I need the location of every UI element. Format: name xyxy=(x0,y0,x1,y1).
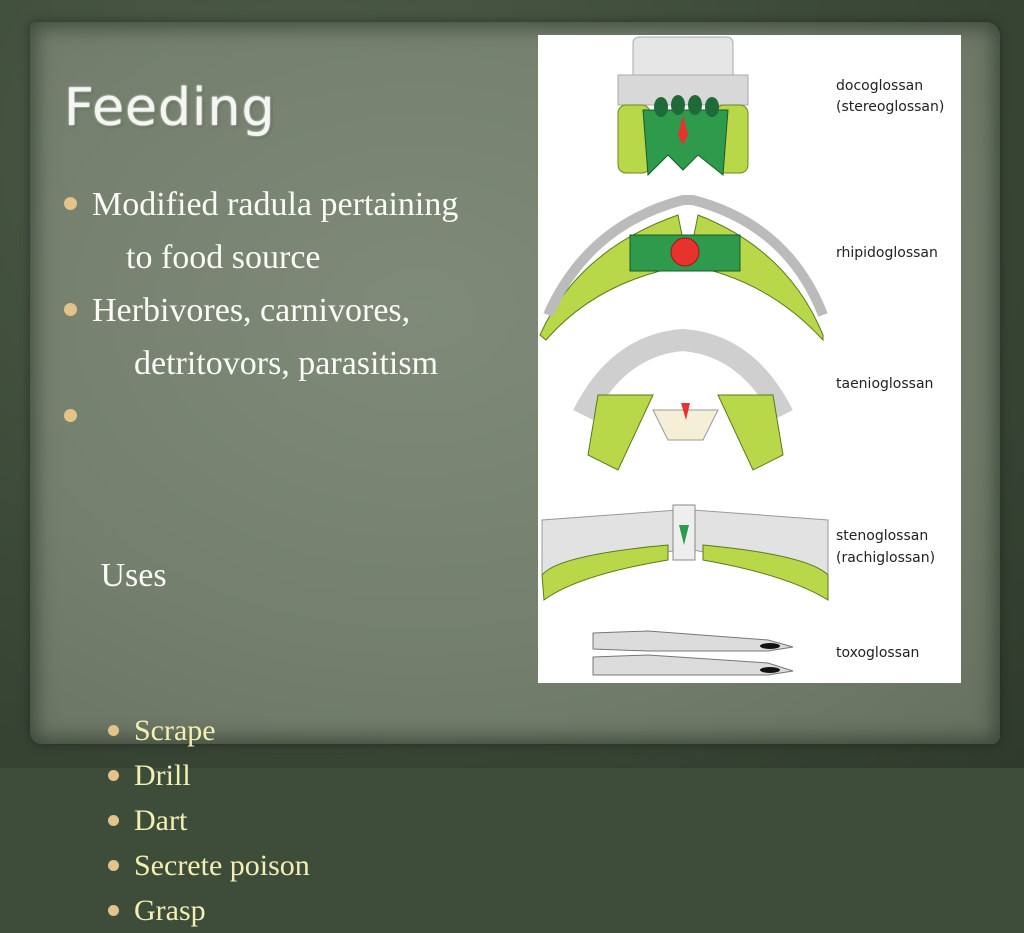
sub-bullet-text: Grasp xyxy=(134,894,206,927)
sub-bullet-text: Scrape xyxy=(134,714,216,747)
sub-bullet-item: Dart xyxy=(62,798,532,843)
sub-bullet-item: Drill xyxy=(62,753,532,798)
sub-bullet-text: Dart xyxy=(134,804,188,837)
bullet-text-continued: detritovors, parasitism xyxy=(134,345,439,382)
bullet-dot-icon xyxy=(108,725,119,736)
sub-bullet-text: Secrete poison xyxy=(134,849,310,882)
bullet-dot-icon xyxy=(108,860,119,871)
label-toxoglossan: toxoglossan xyxy=(836,645,919,661)
sub-bullet-item: Grasp xyxy=(62,888,532,933)
bullet-dot-icon xyxy=(108,905,119,916)
sub-bullet-item: Scrape xyxy=(62,708,532,753)
bullet-text: Uses xyxy=(92,557,167,594)
radula-illustration: docoglossan (stereoglossan) rhipidogloss… xyxy=(539,36,944,676)
bullet-dot-icon xyxy=(64,197,77,210)
bullet-text: Modified radula pertaining xyxy=(92,186,459,223)
label-docoglossan-alt: (stereoglossan) xyxy=(836,99,944,115)
docoglossan-radula-image xyxy=(617,36,749,177)
label-rhipidoglossan: rhipidoglossan xyxy=(836,245,938,261)
bullet-item: Uses xyxy=(62,390,532,708)
bullet-list: Modified radula pertaining to food sourc… xyxy=(62,178,532,933)
label-docoglossan: docoglossan xyxy=(836,78,923,94)
label-stenoglossan-alt: (rachiglossan) xyxy=(836,550,935,566)
bullet-item: Herbivores, carnivores, detritovors, par… xyxy=(62,284,532,390)
bullet-dot-icon xyxy=(64,303,77,316)
label-taenioglossan: taenioglossan xyxy=(836,376,933,392)
bullet-dot-icon xyxy=(108,815,119,826)
stenoglossan-radula-image xyxy=(541,504,829,601)
label-stenoglossan: stenoglossan xyxy=(836,528,928,544)
slide-title: Feeding xyxy=(64,78,276,138)
radula-types-figure: docoglossan (stereoglossan) rhipidogloss… xyxy=(538,35,961,683)
toxoglossan-radula-image xyxy=(592,630,794,676)
bullet-dot-icon xyxy=(64,409,77,422)
bullet-dot-icon xyxy=(108,770,119,781)
sub-bullet-item: Secrete poison xyxy=(62,843,532,888)
sub-bullet-text: Drill xyxy=(134,759,191,792)
bullet-item: Modified radula pertaining to food sourc… xyxy=(62,178,532,284)
taenioglossan-radula-image xyxy=(573,328,793,471)
bullet-text-continued: to food source xyxy=(126,239,321,276)
rhipidoglossan-radula-image xyxy=(539,195,828,342)
bullet-text: Herbivores, carnivores, xyxy=(92,292,411,329)
